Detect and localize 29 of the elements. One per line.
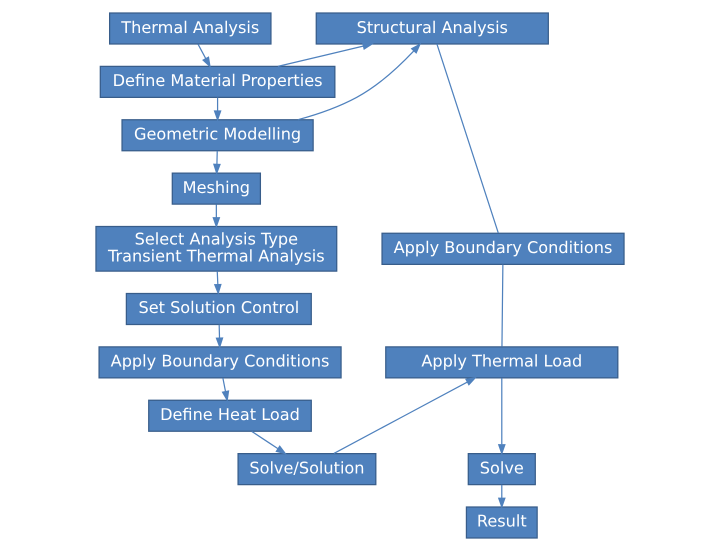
node-box: Result <box>465 506 538 539</box>
arrow <box>277 42 374 67</box>
arrow <box>221 378 229 402</box>
connector <box>436 44 498 234</box>
node-box: Solve/Solution <box>236 452 376 486</box>
connector <box>500 264 503 347</box>
node-box: Geometric Modelling <box>120 119 314 152</box>
node-box: Meshing <box>171 172 261 205</box>
node-box: Set Solution Control <box>125 292 312 326</box>
arrow <box>212 150 220 175</box>
node-box: Apply Boundary Conditions <box>98 346 342 378</box>
arrow <box>497 484 506 509</box>
arrow <box>197 44 210 68</box>
node-box: Select Analysis Type Transient Thermal Analysis <box>94 226 337 272</box>
arrow <box>212 204 220 228</box>
arrow <box>215 324 223 349</box>
arrow <box>251 430 286 455</box>
node-box: Define Heat Load <box>148 400 312 432</box>
arrow <box>297 43 421 120</box>
arrow <box>213 271 222 296</box>
node-box: Thermal Analysis <box>108 12 272 45</box>
arrow <box>497 378 506 456</box>
arrow <box>213 98 221 122</box>
node-box: Structural Analysis <box>315 12 548 45</box>
node-box: Solve <box>467 452 536 486</box>
arrow <box>333 377 476 454</box>
node-box: Define Material Properties <box>99 66 335 98</box>
node-box: Apply Thermal Load <box>384 346 618 378</box>
node-box: Apply Boundary Conditions <box>380 232 624 265</box>
